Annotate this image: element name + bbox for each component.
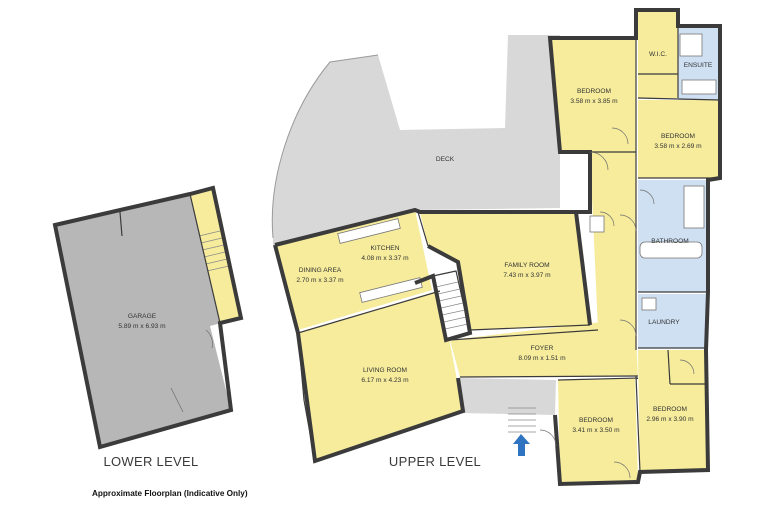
foyer-floor — [450, 318, 638, 377]
garage-door-line — [170, 387, 184, 413]
family-room-dims: 7.43 m x 3.97 m — [503, 272, 551, 279]
garage-label: GARAGE — [128, 313, 157, 320]
bedroom-2-floor — [638, 100, 720, 178]
family-room-label: FAMILY ROOM — [504, 262, 549, 269]
floorplan-caption: Approximate Floorplan (Indicative Only) — [92, 489, 248, 498]
upper-level-title: UPPER LEVEL — [389, 454, 481, 469]
bedroom-4-floor — [638, 350, 708, 472]
garage-dims: 5.89 m x 6.93 m — [118, 323, 166, 330]
door-swings — [539, 127, 695, 479]
deck-edge — [271, 54, 379, 239]
wic-lower-floor — [638, 74, 678, 98]
wic-floor — [638, 10, 678, 74]
deck-label: DECK — [436, 156, 455, 163]
bathroom-label: BATHROOM — [651, 238, 689, 245]
entry-arrow-icon — [513, 434, 530, 456]
bedroom-2-label: BEDROOM — [661, 133, 695, 140]
foyer-label: FOYER — [531, 345, 554, 352]
garage-stub-wall — [119, 211, 123, 237]
lower-level: GARAGE 5.89 m x 6.93 m — [52, 185, 244, 450]
family-room-floor — [420, 212, 590, 330]
bedroom-2-dims: 3.58 m x 2.69 m — [654, 143, 702, 150]
living-room-dims: 6.17 m x 4.23 m — [361, 377, 409, 384]
kitchen-dims: 4.08 m x 3.37 m — [361, 255, 409, 262]
ensuite-label: ENSUITE — [684, 62, 713, 69]
garage-walls — [52, 185, 244, 450]
dining-kitchen-floor — [275, 210, 432, 330]
living-room-floor — [298, 291, 463, 461]
lower-door-swing — [205, 329, 213, 349]
upper-level: DECK KITCHEN 4.08 m x 3.37 m DINING AREA… — [271, 8, 722, 487]
main-bedroom-label: BEDROOM — [577, 88, 611, 95]
foyer-dims: 8.09 m x 1.51 m — [518, 355, 566, 362]
living-room-label: LIVING ROOM — [363, 367, 407, 374]
upper-stair-treads — [435, 281, 469, 330]
wic-label: W.I.C. — [649, 51, 667, 58]
main-bedroom-dims: 3.58 m x 3.85 m — [570, 98, 618, 105]
bedroom-4-dims: 2.96 m x 3.90 m — [646, 416, 694, 423]
lower-stair-treads — [198, 230, 230, 272]
kitchen-label: KITCHEN — [371, 245, 400, 252]
bedroom-3-label: BEDROOM — [579, 417, 613, 424]
upper-walls — [273, 8, 722, 487]
garage-floor — [55, 194, 236, 447]
dining-dims: 2.70 m x 3.37 m — [296, 277, 344, 284]
dining-label: DINING AREA — [299, 267, 342, 274]
laundry-label: LAUNDRY — [648, 319, 680, 326]
fixtures — [337, 33, 717, 311]
garage-inner-wall — [189, 193, 221, 324]
bedroom-3-floor — [558, 378, 638, 484]
main-bedroom-floor — [550, 38, 636, 152]
bedroom-4-label: BEDROOM — [653, 406, 687, 413]
deck-area — [272, 35, 560, 246]
porch-steps — [508, 407, 536, 433]
lower-level-title: LOWER LEVEL — [103, 454, 198, 469]
front-porch — [458, 378, 556, 415]
hallway-floor — [590, 152, 636, 350]
lower-stair-hall — [190, 188, 241, 323]
bedroom-3-dims: 3.41 m x 3.50 m — [572, 427, 620, 434]
